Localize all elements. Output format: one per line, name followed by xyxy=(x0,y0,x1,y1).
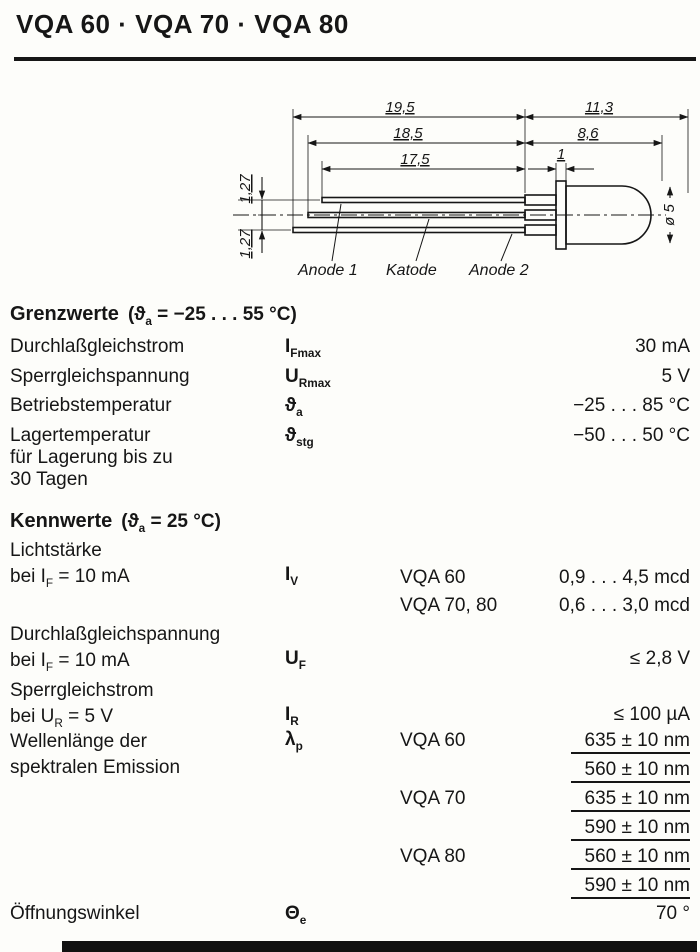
grenzwerte-heading: Grenzwerte (ϑa = −25 . . . 55 °C) xyxy=(10,303,297,328)
spec-symbol: ϑstg xyxy=(285,425,314,449)
dim-18-5-label: 18,5 xyxy=(393,125,423,142)
wavelength-value: 635 ± 10 nm xyxy=(538,787,690,812)
spec-row-lichtstaerke: Lichtstärke bei IF = 10 mA IV VQA 60 VQA… xyxy=(10,538,690,620)
wavelength-value: 590 ± 10 nm xyxy=(538,816,690,841)
wavelength-value: 560 ± 10 nm xyxy=(538,758,690,783)
led-outline xyxy=(292,180,652,250)
seal-bottom xyxy=(524,224,557,236)
dim-1-27-top-label: 1,27 xyxy=(237,174,254,204)
variant-values: 0,9 . . . 4,5 mcd 0,6 . . . 3,0 mcd xyxy=(538,538,690,620)
variant-types: VQA 60 VQA 70, 80 xyxy=(400,538,538,620)
spec-row-durchlassgleichstrom: Durchlaßgleichstrom IFmax 30 mA xyxy=(10,336,690,360)
variant-type: VQA 60 xyxy=(400,567,466,588)
spec-label: Lagertemperatur für Lagerung bis zu 30 T… xyxy=(10,425,173,490)
wavelength-variant-types: VQA 60 VQA 70 VQA 80 xyxy=(400,729,538,903)
variant-type: VQA 70 xyxy=(400,788,466,809)
variant-type: VQA 80 xyxy=(400,846,466,867)
lead-top xyxy=(321,196,526,204)
kennwerte-heading: Kennwerte (ϑa = 25 °C) xyxy=(10,510,221,535)
dim-19-5-label: 19,5 xyxy=(385,99,415,116)
dim-diameter-label: ø 5 xyxy=(661,204,678,226)
spec-label: Sperrgleichstrom bei UR = 5 V xyxy=(10,680,154,730)
bottom-rule xyxy=(62,941,697,952)
dim-1-27-bottom-label: 1,27 xyxy=(237,229,254,259)
grenzwerte-heading-label: Grenzwerte xyxy=(10,303,119,325)
spec-row-sperrgleichspannung: Sperrgleichspannung URmax 5 V xyxy=(10,366,690,390)
spec-value: 5 V xyxy=(661,366,690,387)
spec-label: Durchlaßgleichspannung bei IF = 10 mA xyxy=(10,624,221,674)
variant-value: 0,6 . . . 3,0 mcd xyxy=(559,595,690,616)
kennwerte-condition: (ϑa = 25 °C) xyxy=(121,511,221,535)
spec-value: −50 . . . 50 °C xyxy=(573,425,690,446)
spec-value: ≤ 2,8 V xyxy=(629,648,690,669)
wavelength-values: 635 ± 10 nm 560 ± 10 nm 635 ± 10 nm 590 … xyxy=(538,729,690,903)
variant-type: VQA 60 xyxy=(400,730,466,751)
variant-value: 0,9 . . . 4,5 mcd xyxy=(559,567,690,588)
anode2-label: Anode 2 xyxy=(468,262,529,279)
spec-label: Öffnungswinkel xyxy=(10,903,140,924)
spec-symbol: ϑa xyxy=(285,395,303,419)
dim-11-3-label: 11,3 xyxy=(585,99,614,116)
dim-17-5-label: 17,5 xyxy=(400,151,430,168)
lead-bottom xyxy=(292,226,526,234)
spec-value: −25 . . . 85 °C xyxy=(573,395,690,416)
wavelength-value: 635 ± 10 nm xyxy=(538,729,690,754)
seal-top xyxy=(524,194,557,206)
spec-value: 70 ° xyxy=(655,903,690,924)
spec-symbol: IR xyxy=(285,704,299,728)
spec-label: Betriebstemperatur xyxy=(10,395,172,416)
spec-symbol: Θe xyxy=(285,903,307,927)
anode1-label: Anode 1 xyxy=(297,262,358,279)
body-and-dome xyxy=(565,185,652,245)
spec-label: Wellenlänge der spektralen Emission xyxy=(10,731,181,778)
wavelength-value: 560 ± 10 nm xyxy=(538,845,690,870)
dim-1-label: 1 xyxy=(557,146,565,163)
spec-row-betriebstemperatur: Betriebstemperatur ϑa −25 . . . 85 °C xyxy=(10,395,690,419)
variant-type: VQA 70, 80 xyxy=(400,595,498,616)
grenzwerte-condition: (ϑa = −25 . . . 55 °C) xyxy=(127,304,297,328)
kennwerte-heading-label: Kennwerte xyxy=(10,510,113,532)
pin-leader-lines xyxy=(331,203,513,262)
spec-symbol: URmax xyxy=(285,366,331,390)
spec-label: Durchlaßgleichstrom xyxy=(10,336,185,357)
spec-value: ≤ 100 µA xyxy=(613,704,690,725)
dimension-lines xyxy=(258,113,689,253)
led-technical-drawing: 19,5 11,3 18,5 8,6 17,5 1 1,27 1,27 ø 5 … xyxy=(233,99,689,279)
spec-row-durchlassgleichspannung: Durchlaßgleichspannung bei IF = 10 mA UF… xyxy=(10,622,690,674)
spec-symbol: λp xyxy=(285,729,303,753)
spec-row-sperrgleichstrom: Sperrgleichstrom bei UR = 5 V IR ≤ 100 µ… xyxy=(10,678,690,730)
spec-row-oeffnungswinkel: Öffnungswinkel Θe 70 ° xyxy=(10,903,690,927)
spec-label: Sperrgleichspannung xyxy=(10,366,190,387)
spec-symbol: IV xyxy=(285,564,299,588)
spec-label: Lichtstärke bei IF = 10 mA xyxy=(10,540,130,590)
katode-label: Katode xyxy=(386,262,437,279)
wavelength-value: 590 ± 10 nm xyxy=(538,874,690,899)
page-title: VQA 60 · VQA 70 · VQA 80 xyxy=(16,9,349,39)
spec-value: 30 mA xyxy=(635,336,690,357)
spec-row-wellenlaenge: Wellenlänge der spektralen Emission λp V… xyxy=(10,729,690,903)
spec-row-lagertemperatur: Lagertemperatur für Lagerung bis zu 30 T… xyxy=(10,425,690,491)
spec-symbol: IFmax xyxy=(285,336,322,360)
title-rule xyxy=(14,57,696,61)
spec-symbol: UF xyxy=(285,648,306,672)
dim-8-6-label: 8,6 xyxy=(578,125,600,142)
